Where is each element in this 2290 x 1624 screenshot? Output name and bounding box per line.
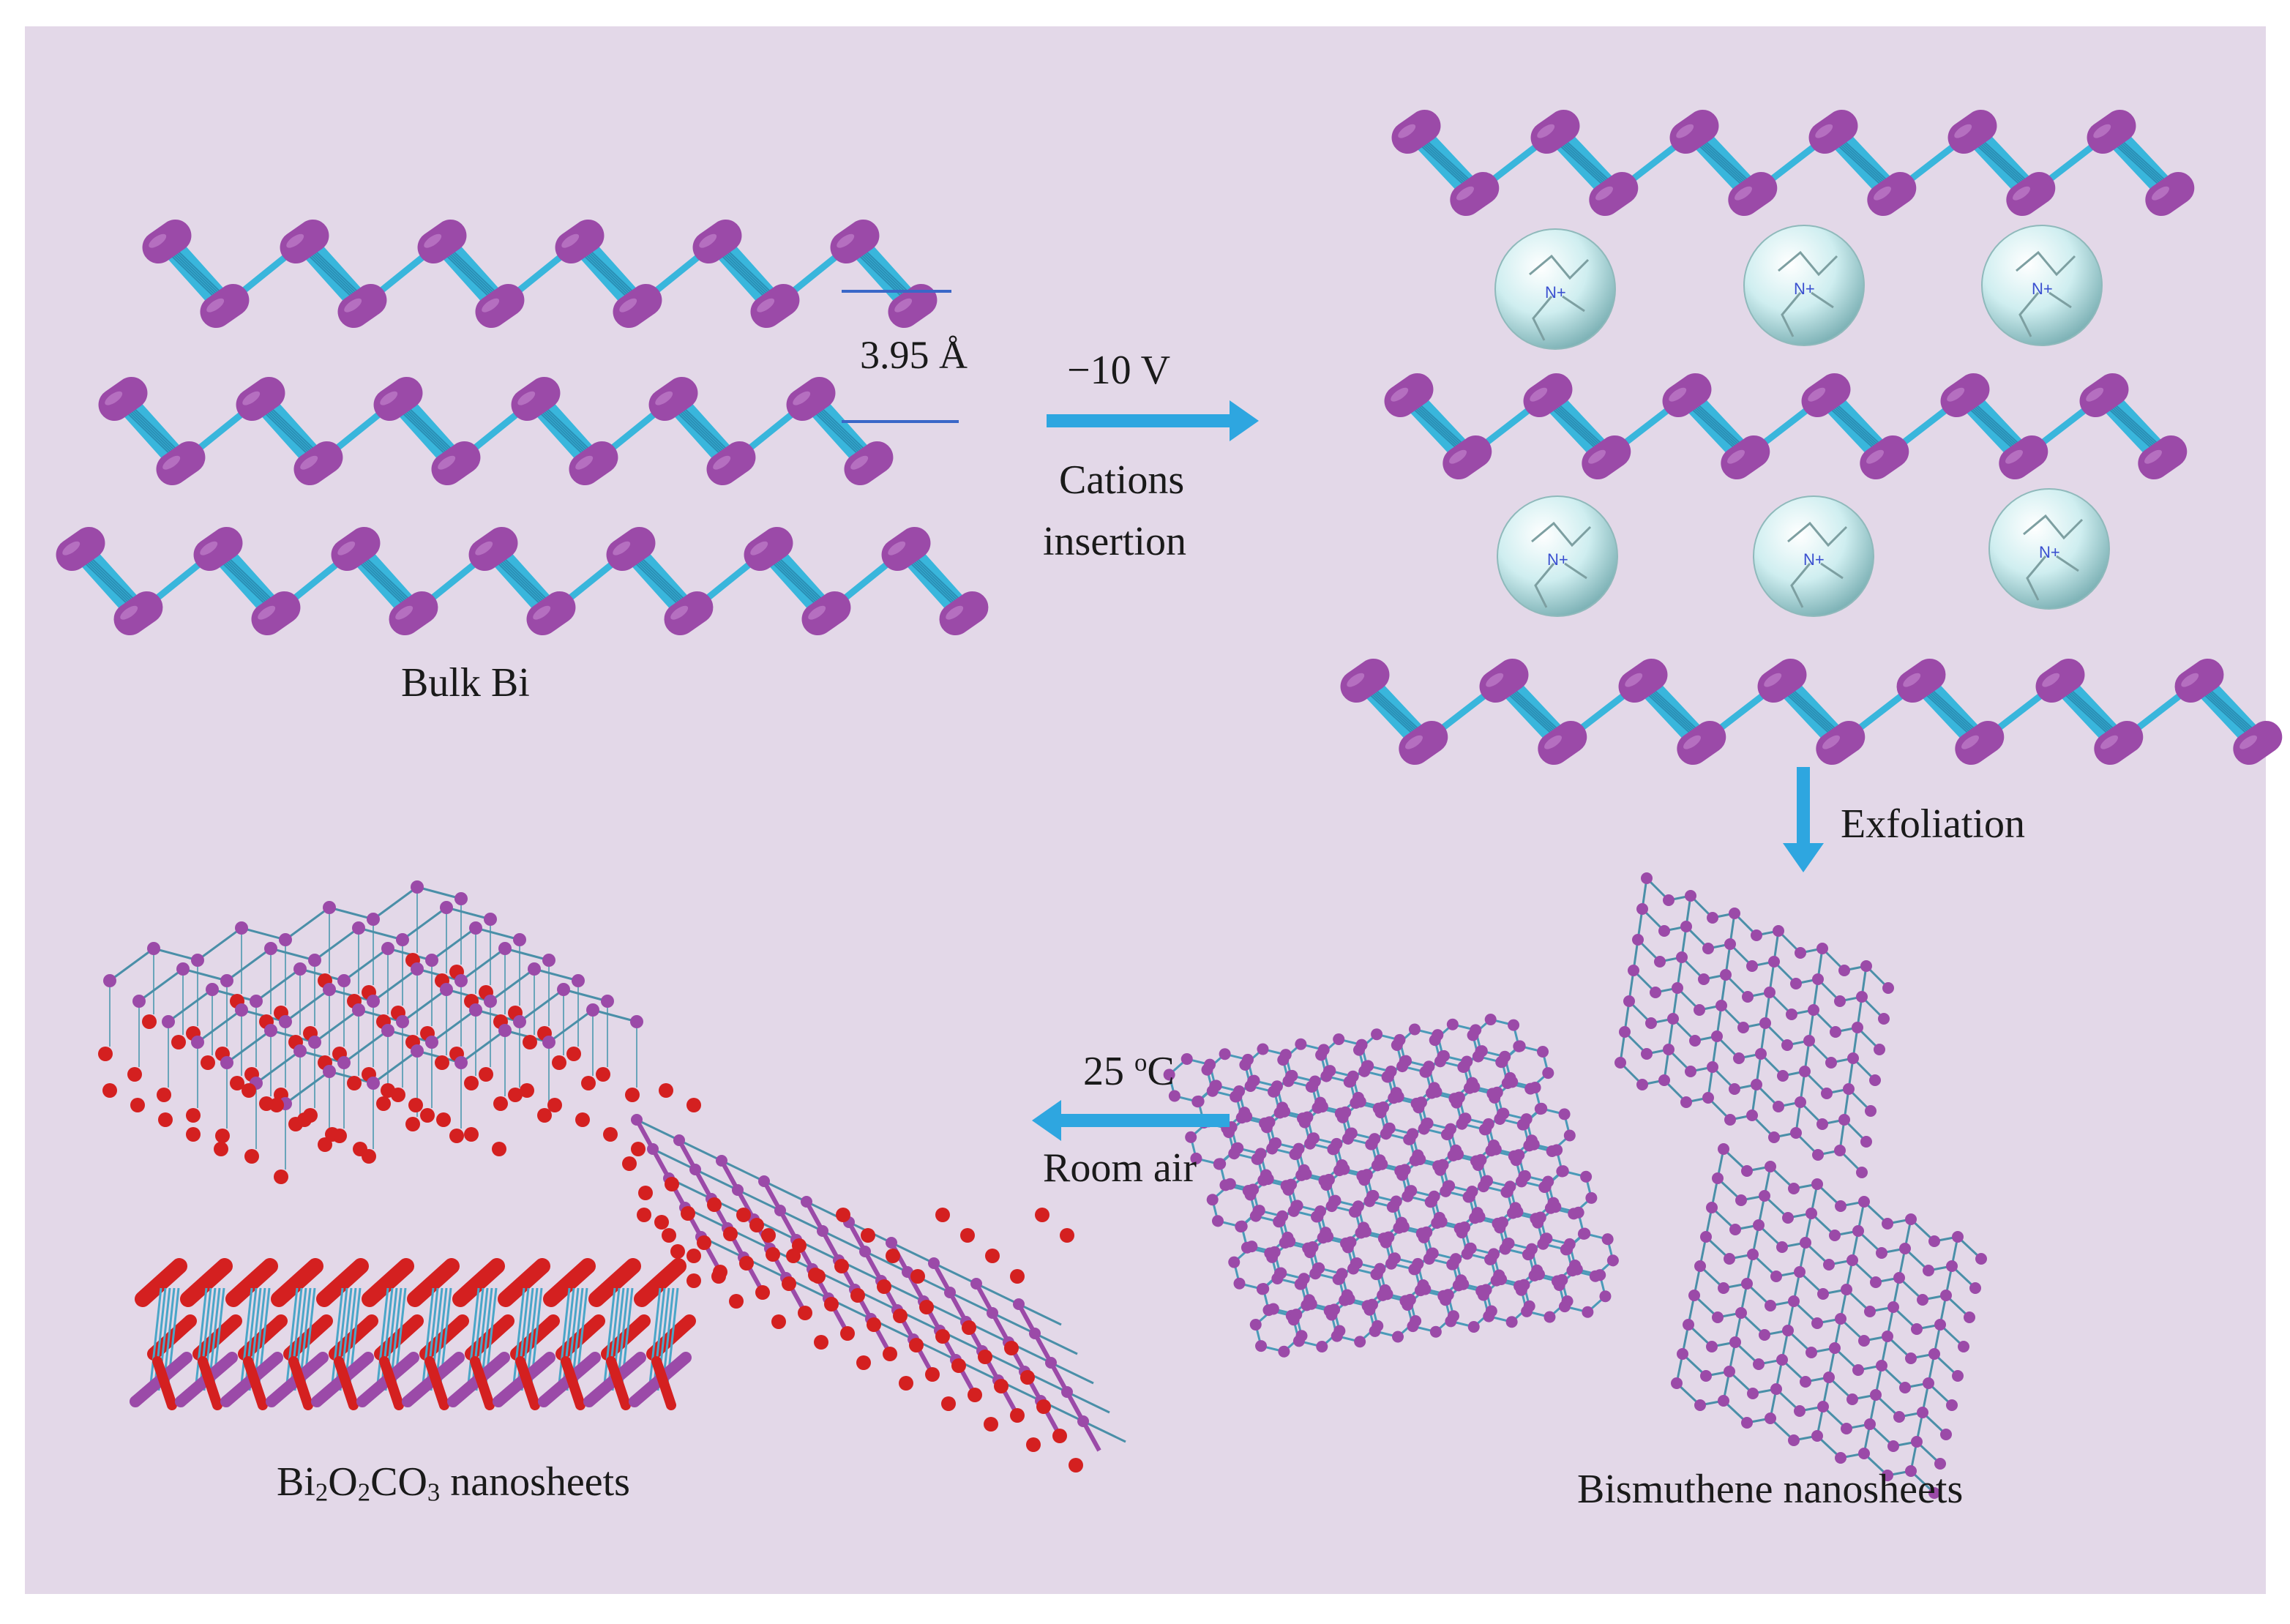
intercalated-layer-3	[1340, 658, 2283, 766]
carbonate-bottom-slab	[130, 1258, 696, 1410]
svg-text:N+: N+	[1545, 283, 1566, 302]
insertion-label-line1: Cations	[1059, 457, 1185, 503]
spacing-label: 3.95 Å	[860, 333, 968, 377]
honeycomb-sheet	[1163, 1013, 1619, 1358]
temperature-label: 25 oC	[1083, 1048, 1175, 1095]
cation-spheres: N+ N+ N+ N+ N+ N+	[1494, 225, 2110, 617]
bulk-layer-3	[56, 526, 989, 636]
carbonate-top-lattice	[98, 880, 701, 1184]
puckered-sheet-top	[1614, 872, 1894, 1178]
bismuthene-label: Bismuthene nanosheets	[1577, 1467, 1964, 1512]
voltage-label: −10 V	[1067, 348, 1171, 393]
bulk-bi-layers	[56, 219, 989, 636]
arrows	[1032, 400, 1824, 1141]
intercalated-stack: N+ N+ N+ N+ N+ N+	[1340, 109, 2283, 766]
puckered-sheet-bottom	[1671, 1143, 1987, 1499]
svg-text:N+: N+	[1803, 550, 1825, 569]
svg-text:N+: N+	[1547, 550, 1568, 569]
spacing-marker	[842, 290, 959, 423]
bulk-layer-2	[98, 376, 894, 486]
carbonate-diagonal-slab	[622, 1114, 1126, 1473]
svg-text:N+: N+	[2039, 543, 2060, 561]
room-air-label: Room air	[1043, 1145, 1197, 1191]
carbonate-label: Bi2O2CO3 nanosheets	[277, 1459, 630, 1507]
svg-text:N+: N+	[2032, 280, 2053, 298]
exfoliation-label: Exfoliation	[1841, 801, 2025, 847]
insertion-label-line2: insertion	[1043, 519, 1186, 564]
insertion-arrow	[1047, 400, 1259, 441]
bulk-bi-label: Bulk Bi	[401, 660, 530, 706]
bismuthene-sheets	[1163, 872, 1987, 1499]
carbonate-structures	[98, 880, 1126, 1473]
svg-text:N+: N+	[1794, 280, 1815, 298]
exfoliation-arrow	[1783, 767, 1824, 872]
intercalated-layer-2	[1384, 373, 2188, 480]
bulk-layer-1	[142, 219, 938, 329]
oxidation-arrow	[1032, 1100, 1230, 1141]
intercalated-layer-1	[1391, 109, 2195, 217]
